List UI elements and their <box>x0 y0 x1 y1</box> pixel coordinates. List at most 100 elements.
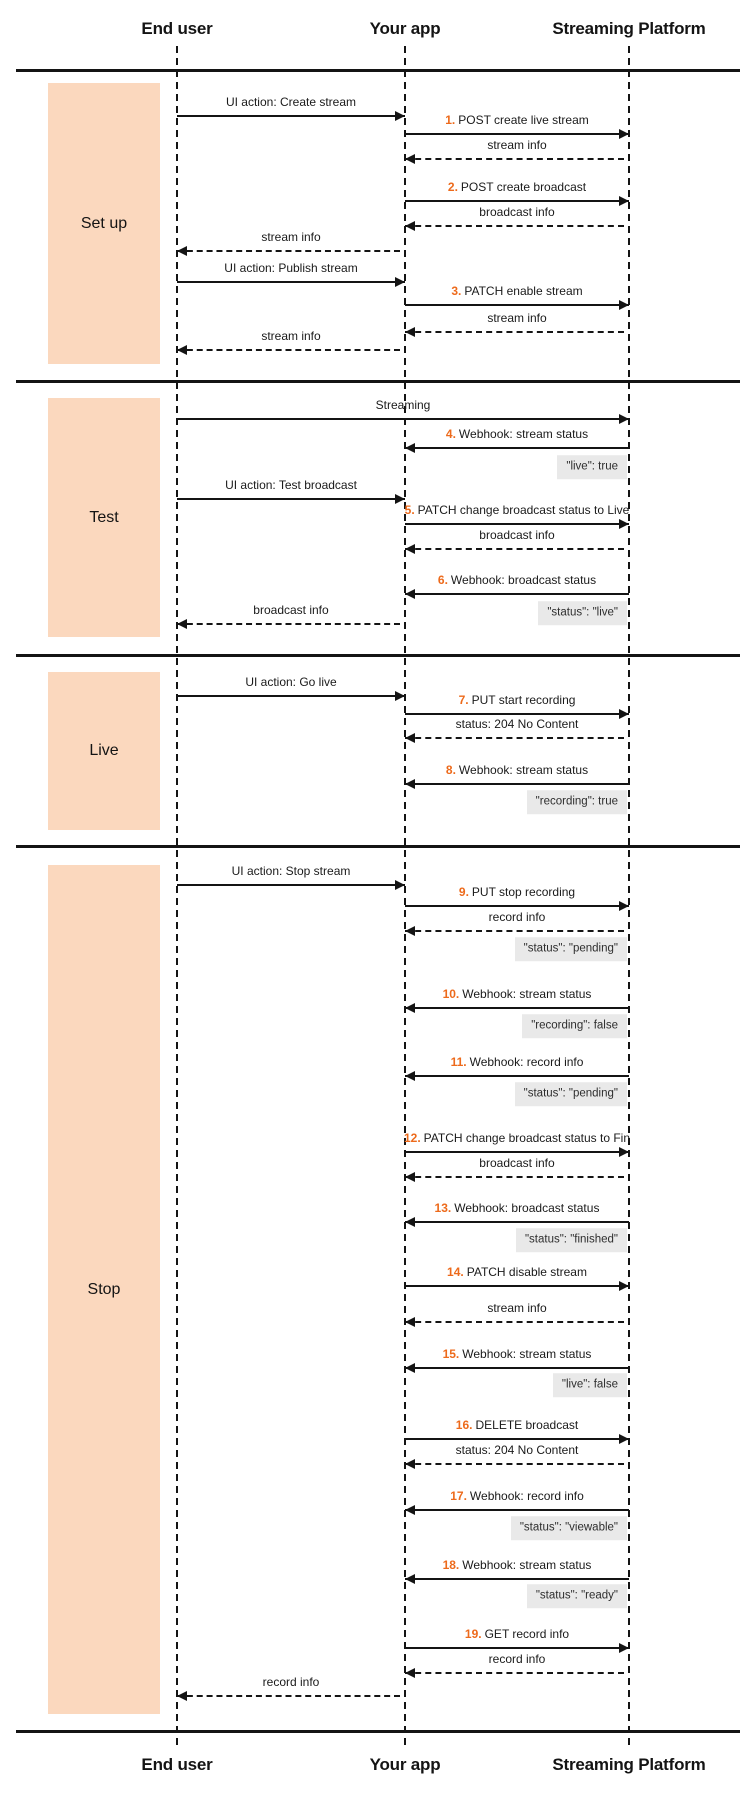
arrowhead-icon <box>395 880 405 890</box>
message-number: 5. <box>404 503 415 517</box>
message-arrow <box>405 304 629 306</box>
message-label: record info <box>489 911 546 923</box>
message-arrow <box>405 158 624 160</box>
message-text: Streaming <box>375 398 431 412</box>
actor-header-your-app: Your app <box>369 19 441 38</box>
message-text: record info <box>262 1675 320 1689</box>
message-label: stream info <box>487 312 546 324</box>
message-arrow <box>405 133 629 135</box>
message-number: 14. <box>447 1265 464 1279</box>
message-label: broadcast info <box>479 206 554 218</box>
phase-box-stop: Stop <box>48 865 160 1714</box>
message-label: stream info <box>261 330 320 342</box>
message-text: UI action: Test broadcast <box>225 478 357 492</box>
message-text: Webhook: stream status <box>462 1347 592 1361</box>
arrowhead-icon <box>177 345 187 355</box>
message-text: Webhook: broadcast status <box>454 1201 600 1215</box>
message-label: 4.Webhook: stream status <box>446 428 588 440</box>
arrowhead-icon <box>619 901 629 911</box>
message-arrow <box>405 1151 629 1153</box>
actor-footer-your-app: Your app <box>369 1755 441 1774</box>
message-arrow <box>177 884 405 886</box>
message-arrow <box>405 930 624 932</box>
message-text: broadcast info <box>479 528 555 542</box>
message-arrow <box>405 1438 629 1440</box>
message-arrow <box>405 905 629 907</box>
arrowhead-icon <box>619 300 629 310</box>
arrowhead-icon <box>405 1574 415 1584</box>
message-arrow <box>177 623 400 625</box>
message-number: 8. <box>445 763 456 777</box>
arrowhead-icon <box>405 1071 415 1081</box>
phase-box-live: Live <box>48 672 160 830</box>
message-text: broadcast info <box>479 205 555 219</box>
message-label: 6.Webhook: broadcast status <box>438 574 596 586</box>
message-arrow <box>177 281 405 283</box>
message-number: 9. <box>458 885 469 899</box>
arrowhead-icon <box>405 327 415 337</box>
message-label: stream info <box>261 231 320 243</box>
message-label: 12.PATCH change broadcast status to Fin <box>404 1132 630 1144</box>
phase-box-set-up: Set up <box>48 83 160 364</box>
arrowhead-icon <box>405 1172 415 1182</box>
arrowhead-icon <box>619 519 629 529</box>
message-text: POST create live stream <box>458 113 589 127</box>
payload-badge: "status": "pending" <box>514 1082 627 1106</box>
message-text: DELETE broadcast <box>475 1418 579 1432</box>
message-arrow <box>405 713 629 715</box>
message-text: record info <box>488 1652 546 1666</box>
message-text: Webhook: stream status <box>462 1558 592 1572</box>
arrowhead-icon <box>405 1363 415 1373</box>
message-number: 4. <box>445 427 456 441</box>
phase-label: Test <box>89 508 119 526</box>
message-arrow <box>405 225 624 227</box>
message-label: 13.Webhook: broadcast status <box>435 1202 600 1214</box>
message-arrow <box>405 1221 629 1223</box>
actor-header-end-user: End user <box>141 19 213 38</box>
message-arrow <box>405 1285 629 1287</box>
message-number: 18. <box>442 1558 460 1572</box>
arrowhead-icon <box>405 926 415 936</box>
message-number: 10. <box>442 987 460 1001</box>
message-number: 6. <box>437 573 448 587</box>
payload-badge: "status": "finished" <box>515 1228 627 1252</box>
message-text: broadcast info <box>479 1156 555 1170</box>
message-arrow <box>405 447 629 449</box>
message-arrow <box>177 250 400 252</box>
message-arrow <box>177 1695 400 1697</box>
message-label: 14.PATCH disable stream <box>447 1266 587 1278</box>
arrowhead-icon <box>405 1505 415 1515</box>
message-label: 11.Webhook: record info <box>451 1056 584 1068</box>
message-text: UI action: Create stream <box>225 95 357 109</box>
message-arrow <box>405 1007 629 1009</box>
message-label: UI action: Create stream <box>226 96 356 108</box>
message-arrow <box>405 548 624 550</box>
section-divider <box>16 380 740 383</box>
message-label: status: 204 No Content <box>456 718 579 730</box>
message-arrow <box>405 331 624 333</box>
arrowhead-icon <box>405 1217 415 1227</box>
arrowhead-icon <box>405 779 415 789</box>
message-text: PATCH disable stream <box>466 1265 587 1279</box>
message-label: 18.Webhook: stream status <box>443 1559 592 1571</box>
message-label: 15.Webhook: stream status <box>443 1348 592 1360</box>
lifeline-end-user <box>176 46 178 1750</box>
message-arrow <box>405 523 629 525</box>
arrowhead-icon <box>405 221 415 231</box>
arrowhead-icon <box>405 1459 415 1469</box>
phase-label: Stop <box>87 1280 121 1298</box>
payload-badge: "status": "ready" <box>526 1584 627 1608</box>
message-text: PATCH enable stream <box>464 284 583 298</box>
message-arrow <box>405 1672 624 1674</box>
message-text: PUT stop recording <box>471 885 576 899</box>
arrowhead-icon <box>619 709 629 719</box>
message-text: Webhook: record info <box>469 1055 584 1069</box>
message-text: GET record info <box>484 1627 570 1641</box>
message-number: 3. <box>451 284 462 298</box>
message-text: Webhook: stream status <box>458 763 589 777</box>
message-text: stream info <box>487 138 547 152</box>
message-arrow <box>405 783 629 785</box>
message-label: 2.POST create broadcast <box>448 181 586 193</box>
phase-label: Set up <box>80 214 128 232</box>
